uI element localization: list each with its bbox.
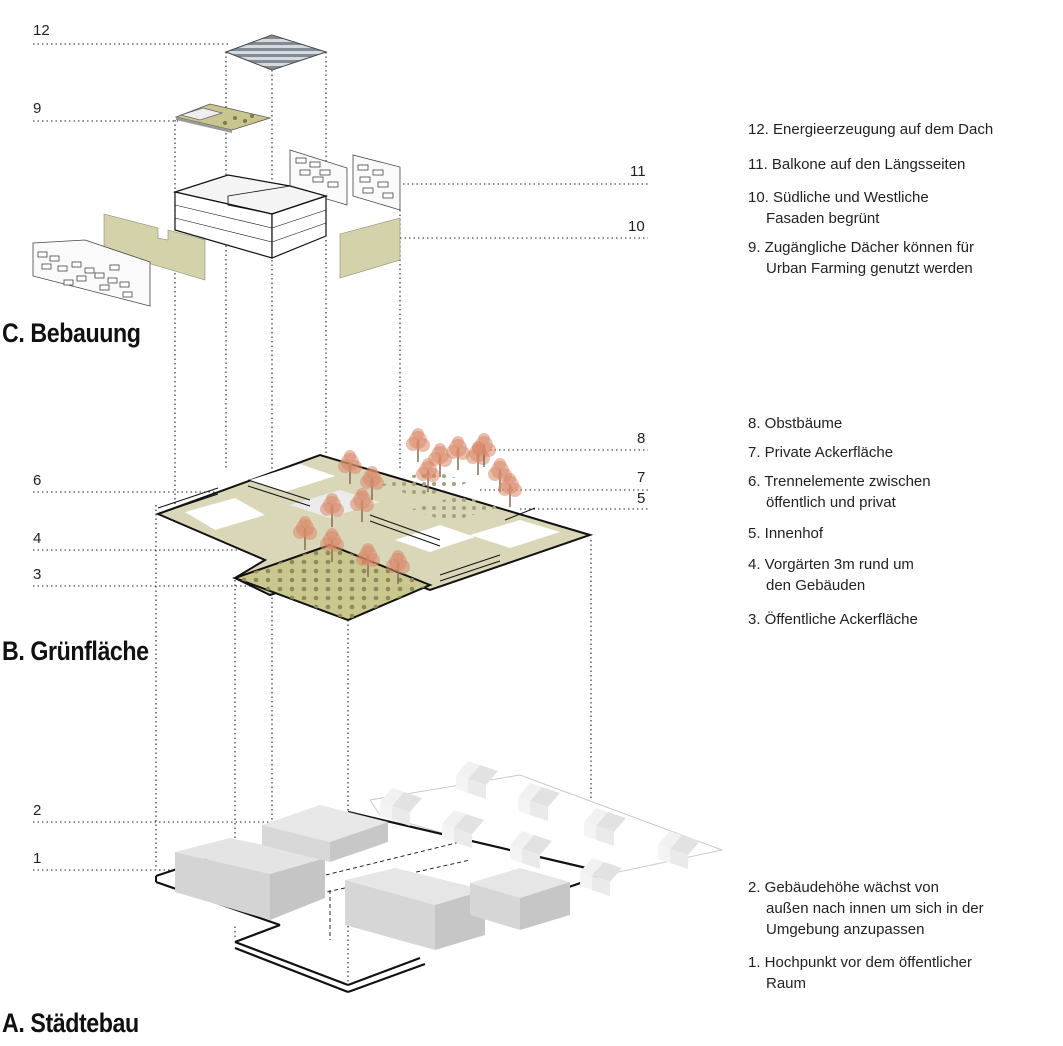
legend-item-2: 2. Gebäudehöhe wächst von außen nach inn… <box>748 877 984 940</box>
tree-icon <box>360 466 384 500</box>
urban-layer <box>155 761 724 994</box>
neighbourhood-houses <box>380 761 700 896</box>
tree-icon <box>320 528 344 562</box>
legend-item-10: 10. Südliche und Westliche Fasaden begrü… <box>748 187 929 229</box>
fruit-trees <box>293 428 522 584</box>
callout-1: 1 <box>33 850 42 867</box>
tree-icon <box>488 458 512 492</box>
legend-text: 6. Trennelemente zwischen <box>748 473 931 490</box>
green-space-layer <box>155 453 594 622</box>
legend-item-6: 6. Trennelemente zwischen öffentlich und… <box>748 471 931 513</box>
callout-10: 10 <box>628 218 645 235</box>
callout-2: 2 <box>33 802 42 819</box>
legend-text: 11. Balkone auf den Längsseiten <box>748 156 966 173</box>
house-icon <box>456 761 498 799</box>
solar-roof-panel <box>224 34 328 71</box>
section-title-b: B. Grünfläche <box>2 636 149 666</box>
tree-icon <box>416 458 440 492</box>
legend-item-3: 3. Öffentliche Ackerfläche <box>748 609 918 630</box>
callout-6: 6 <box>33 472 42 489</box>
tree-icon <box>320 493 344 527</box>
rooftop-farm <box>174 103 272 133</box>
callout-12: 12 <box>33 22 50 39</box>
legend-text: 2. Gebäudehöhe wächst von <box>748 879 939 896</box>
legend-text-cont: Umgebung anzupassen <box>766 921 925 938</box>
section-title-a: A. Städtebau <box>2 1008 139 1038</box>
house-icon <box>584 808 626 846</box>
house-icon <box>380 788 422 826</box>
legend-item-4: 4. Vorgärten 3m rund um den Gebäuden <box>748 554 914 596</box>
house-icon <box>510 831 552 869</box>
callout-4: 4 <box>33 530 42 547</box>
tree-icon <box>406 428 430 462</box>
legend-text: 8. Obstbäume <box>748 415 843 432</box>
house-icon <box>442 810 484 848</box>
legend-item-7: 7. Private Ackerfläche <box>748 442 893 463</box>
legend-text-cont: Fasaden begrünt <box>766 210 880 227</box>
green-facade-right <box>339 217 401 279</box>
site-buildings <box>175 805 570 950</box>
callout-11: 11 <box>630 163 646 180</box>
legend-text: 4. Vorgärten 3m rund um <box>748 556 914 573</box>
legend-text: 7. Private Ackerfläche <box>748 444 894 461</box>
callout-8: 8 <box>637 430 646 447</box>
legend-item-11: 11. Balkone auf den Längsseiten <box>748 154 965 175</box>
legend-text: 1. Hochpunkt vor dem öffentlicher <box>748 954 973 971</box>
callout-7: 7 <box>637 469 646 486</box>
legend-item-1: 1. Hochpunkt vor dem öffentlicher Raum <box>748 952 972 994</box>
building-block <box>172 174 329 259</box>
legend-text-cont: den Gebäuden <box>766 577 866 594</box>
tree-icon <box>498 473 522 507</box>
house-icon <box>658 831 700 869</box>
tree-icon <box>338 450 362 484</box>
legend-text: 9. Zugängliche Dächer können für <box>748 239 974 256</box>
legend-text-cont: Urban Farming genutzt werden <box>766 260 973 277</box>
legend-text: 12. Energieerzeugung auf dem Dach <box>748 121 994 138</box>
legend-text: 5. Innenhof <box>748 525 824 542</box>
legend-text: 10. Südliche und Westliche <box>748 189 929 206</box>
tree-icon <box>446 436 470 470</box>
tree-icon <box>293 516 317 550</box>
legend-item-8: 8. Obstbäume <box>748 413 842 434</box>
section-title-c: C. Bebauung <box>2 318 141 348</box>
callout-5: 5 <box>637 490 646 507</box>
legend-text: 3. Öffentliche Ackerfläche <box>748 611 918 628</box>
balcony-facade-left <box>32 239 151 307</box>
legend-text-cont: öffentlich und privat <box>766 494 896 511</box>
legend-text-cont: Raum <box>766 975 807 992</box>
legend-item-5: 5. Innenhof <box>748 523 823 544</box>
tree-icon <box>350 488 374 522</box>
legend-text-cont: außen nach innen um sich in der <box>766 900 984 917</box>
legend-item-12: 12. Energieerzeugung auf dem Dach <box>748 119 993 140</box>
tree-icon <box>472 433 496 467</box>
callout-3: 3 <box>33 566 42 583</box>
tree-icon <box>386 550 410 584</box>
house-icon <box>580 858 622 896</box>
callout-9: 9 <box>33 100 42 117</box>
house-icon <box>518 783 560 821</box>
tree-icon <box>356 543 380 577</box>
legend-item-9: 9. Zugängliche Dächer können für Urban F… <box>748 237 974 279</box>
